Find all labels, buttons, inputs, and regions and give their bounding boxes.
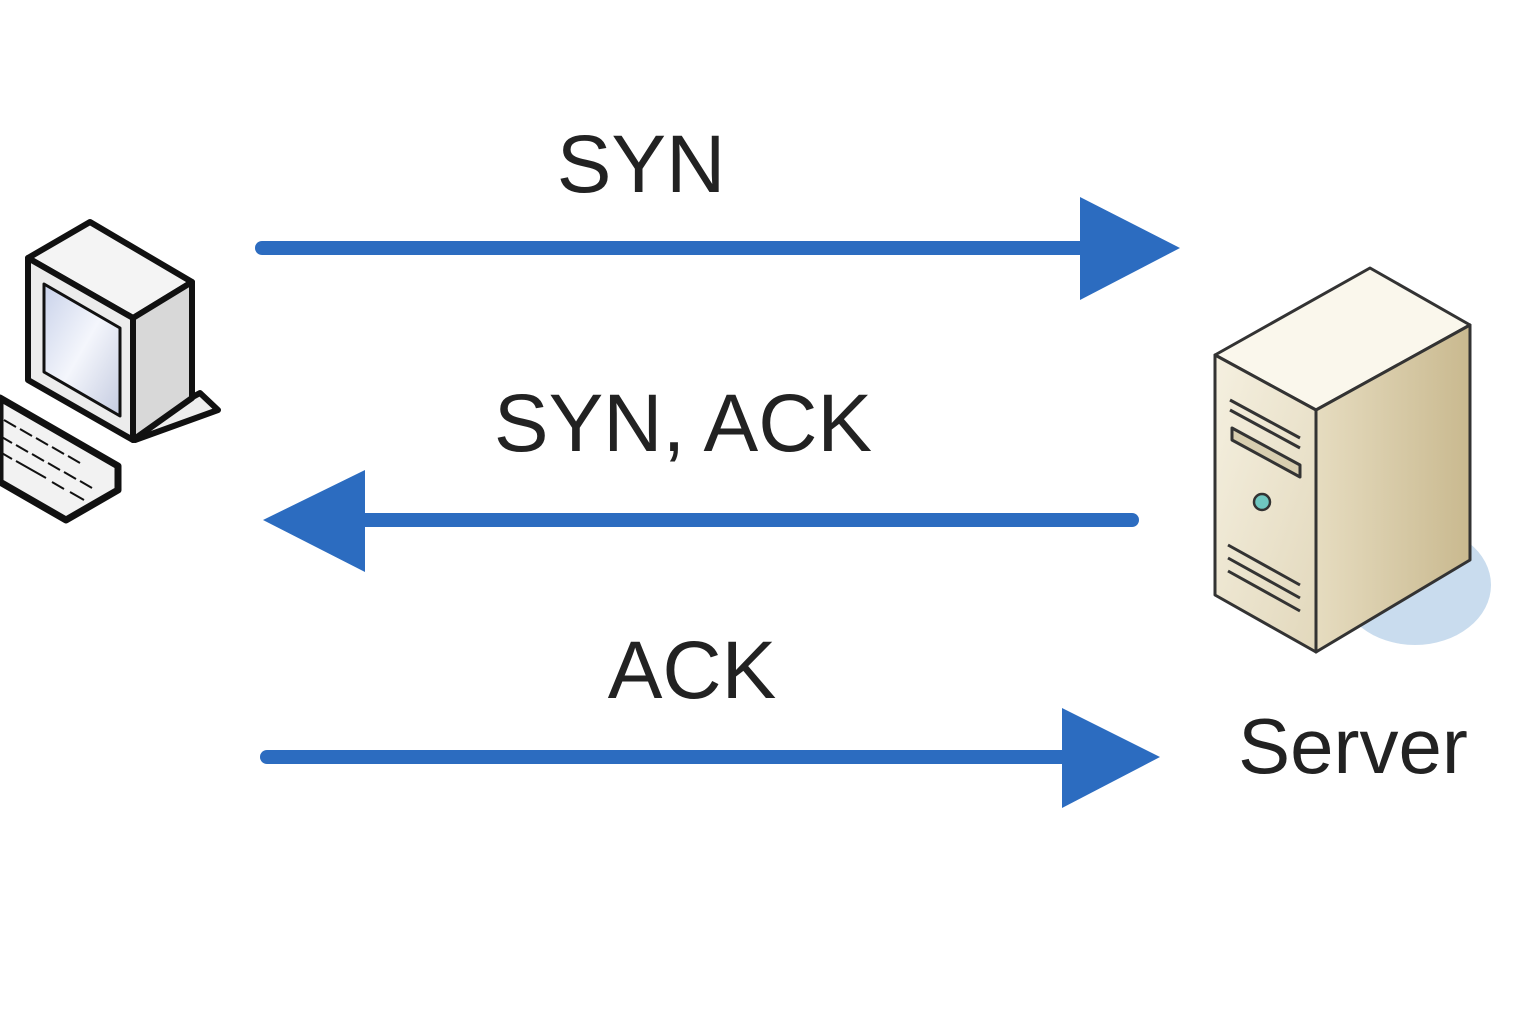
syn-arrow — [255, 197, 1180, 300]
desktop-computer-icon — [0, 219, 221, 524]
server-label: Server — [1238, 702, 1468, 790]
syn-label: SYN — [557, 119, 726, 210]
ack-label: ACK — [608, 625, 777, 716]
syn-ack-label: SYN, ACK — [494, 378, 872, 469]
syn-ack-arrow — [263, 470, 1139, 572]
server-tower-icon — [1213, 266, 1491, 654]
ack-arrow — [260, 708, 1160, 808]
